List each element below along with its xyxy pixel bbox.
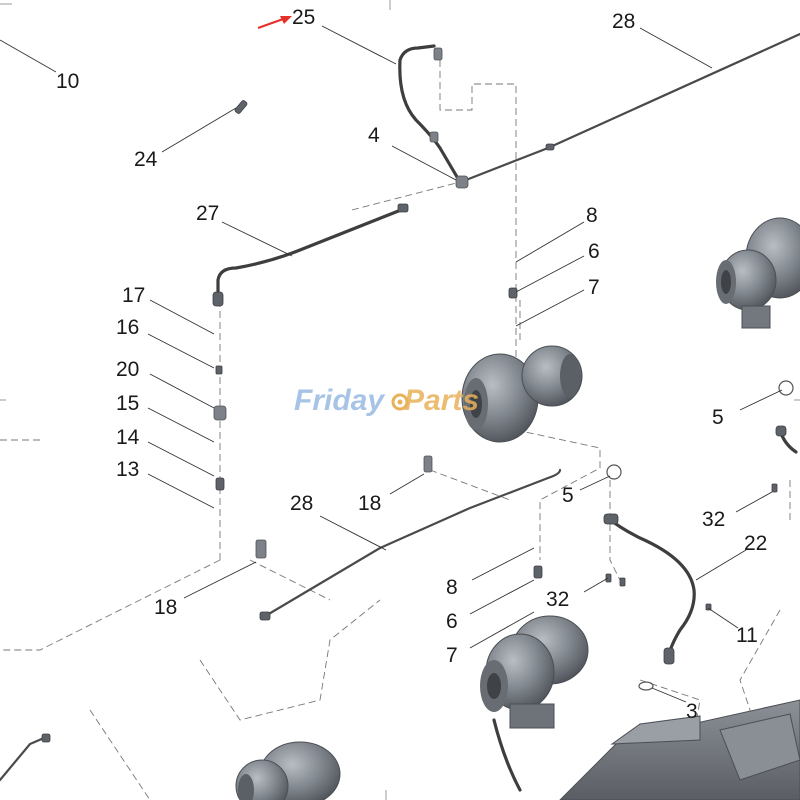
red-arrow-icon xyxy=(257,16,292,30)
callout-labels: 25 28 10 24 4 27 8 6 7 17 16 20 15 14 13… xyxy=(56,6,767,723)
callout-25: 25 xyxy=(292,6,315,29)
callout-7-top: 7 xyxy=(588,276,600,299)
callout-6-low: 6 xyxy=(446,610,458,633)
watermark-gear-icon xyxy=(391,393,409,411)
callout-10: 10 xyxy=(56,70,79,93)
callout-28-mid: 28 xyxy=(290,492,313,515)
fittings xyxy=(41,47,794,743)
callout-5-mid: 5 xyxy=(562,484,574,507)
callout-15: 15 xyxy=(116,392,139,415)
turbocharger-bottom xyxy=(235,741,341,800)
oil-line-27 xyxy=(216,206,408,302)
oil-line-bottom-left xyxy=(0,736,46,782)
callout-14: 14 xyxy=(116,426,140,449)
callout-20: 20 xyxy=(116,358,139,381)
watermark-logo: Friday Parts xyxy=(294,384,479,417)
watermark-text-parts: Parts xyxy=(404,384,479,417)
watermark-text-friday: Friday xyxy=(294,384,385,417)
oil-return-22 xyxy=(606,516,696,664)
callout-3: 3 xyxy=(686,700,698,723)
callout-28-top: 28 xyxy=(612,10,635,33)
pipes xyxy=(0,32,800,792)
callout-24: 24 xyxy=(134,148,158,171)
leader-lines xyxy=(0,25,783,703)
callout-5-right: 5 xyxy=(712,406,724,429)
callout-18-low: 18 xyxy=(154,596,177,619)
callout-32-low: 32 xyxy=(546,588,569,611)
callout-16: 16 xyxy=(116,316,139,339)
drain-bottom xyxy=(492,718,522,792)
callout-4: 4 xyxy=(368,124,380,147)
callout-18-mid: 18 xyxy=(358,492,381,515)
oil-line-28-mid xyxy=(260,468,562,620)
callout-7-low: 7 xyxy=(446,644,458,667)
callout-8-top: 8 xyxy=(586,204,598,227)
callout-27: 27 xyxy=(196,202,219,225)
callout-32-right: 32 xyxy=(702,508,725,531)
callout-17: 17 xyxy=(122,284,145,307)
turbocharger-right xyxy=(716,217,800,329)
turbocharger-center xyxy=(461,345,583,443)
turbocharger-lower xyxy=(480,615,589,729)
exhaust-manifold xyxy=(559,699,800,800)
callout-6-top: 6 xyxy=(588,240,600,263)
callout-13: 13 xyxy=(116,458,139,481)
callout-22: 22 xyxy=(744,532,767,555)
callout-8-low: 8 xyxy=(446,576,458,599)
callout-11: 11 xyxy=(736,624,758,647)
oil-line-25 xyxy=(398,44,462,184)
